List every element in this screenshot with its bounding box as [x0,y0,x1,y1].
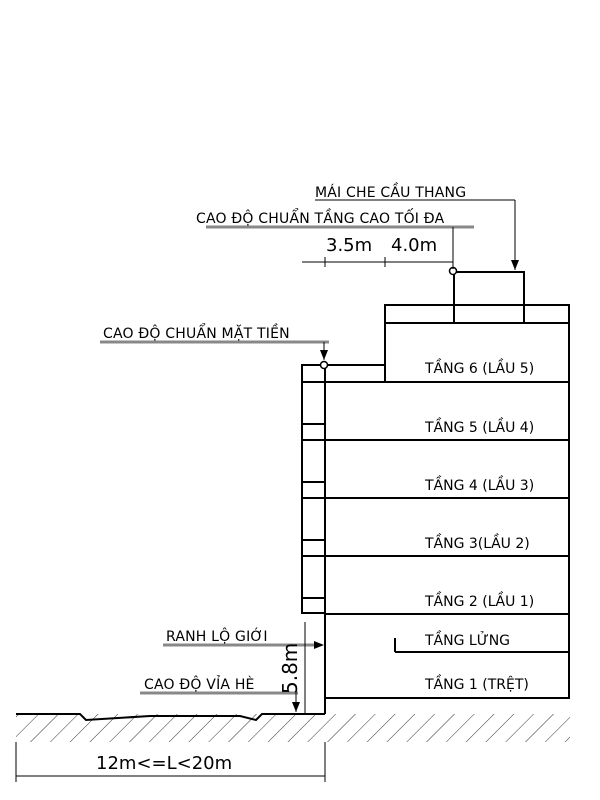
dim-setback-a: 3.5m [326,235,372,256]
floor-label-tang-3: TẦNG 3(LẦU 2) [424,533,530,552]
annotation-mat-tien: CAO ĐỘ CHUẨN MẶT TIỀN [100,323,329,370]
annotation-mai-che: MÁI CHE CẦU THANG [315,182,519,270]
dim-street-width: 12m<=L<20m [96,753,232,774]
label-ranh-lo-gioi: RANH LỘ GIỚI [166,627,268,645]
annotation-ranh-lo-gioi: RANH LỘ GIỚI [163,622,324,714]
floor-label-tang-4: TẦNG 4 (LẦU 3) [424,475,534,494]
label-mai-che-cau-thang: MÁI CHE CẦU THANG [315,182,466,201]
annotation-via-he: CAO ĐỘ VỈA HÈ [140,675,300,712]
label-cao-do-tang-cao-toi-da: CAO ĐỘ CHUẨN TẦNG CAO TỐI ĐA [196,208,445,227]
floor-label-tang-2: TẦNG 2 (LẦU 1) [424,591,534,610]
label-cao-do-mat-tien: CAO ĐỘ CHUẨN MẶT TIỀN [103,323,290,342]
floor-label-tang-lung: TẦNG LỬNG [424,630,510,649]
top-roof-slab [384,304,570,324]
dim-height: 5.8m [278,643,302,694]
building [301,271,570,714]
stair-cover [453,271,525,324]
dim-setback-b: 4.0m [391,235,437,256]
floor-labels: TẦNG 6 (LẦU 5) TẦNG 5 (LẦU 4) TẦNG 4 (LẦ… [424,358,534,693]
ground [16,697,570,742]
height-dimension: 5.8m [278,643,302,694]
floor-label-tang-5: TẦNG 5 (LẦU 4) [424,417,534,436]
street-width-dimension: 12m<=L<20m [15,742,326,782]
setback-dimensions: 3.5m 4.0m [302,235,454,269]
floor-label-tang-1: TẦNG 1 (TRỆT) [424,674,529,693]
balcony [301,364,326,614]
floor-label-tang-6: TẦNG 6 (LẦU 5) [424,358,534,377]
label-cao-do-via-he: CAO ĐỘ VỈA HÈ [144,675,255,693]
